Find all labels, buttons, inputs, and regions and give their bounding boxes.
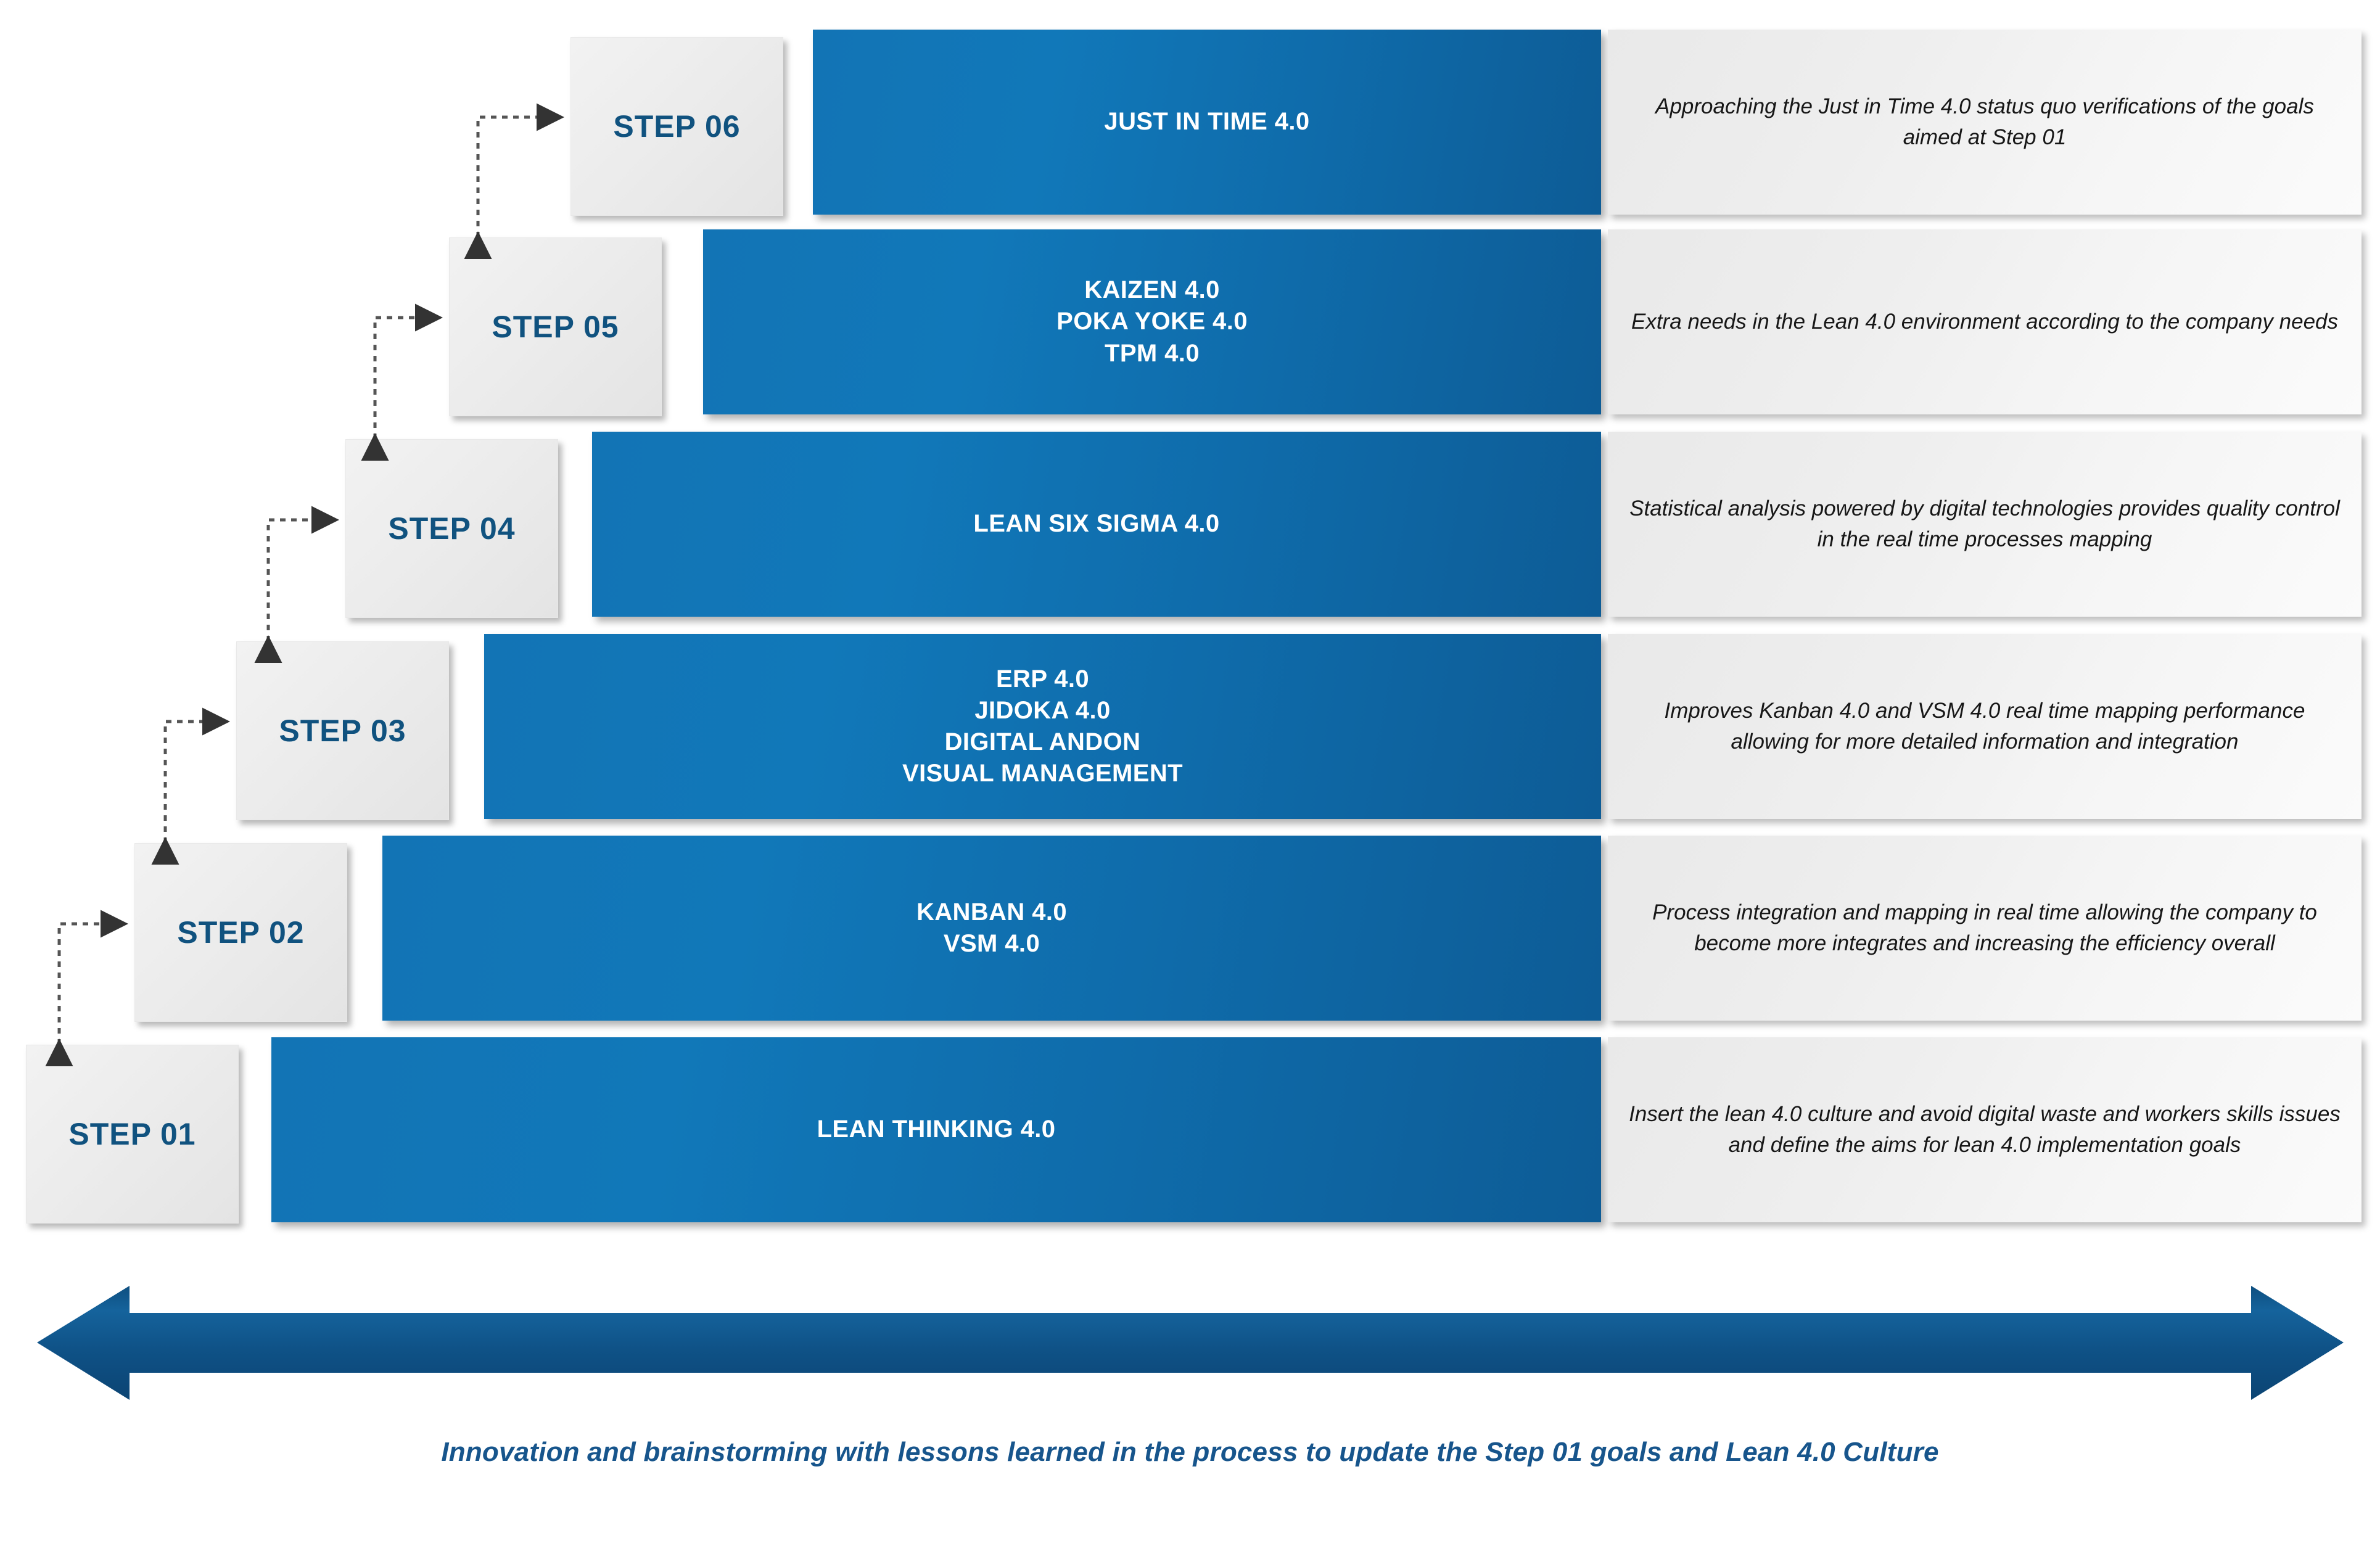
tool-item: DIGITAL ANDON <box>944 728 1141 755</box>
tool-item: VISUAL MANAGEMENT <box>902 760 1183 788</box>
step-label-step-06: STEP 06 <box>613 109 741 144</box>
step-label-step-01: STEP 01 <box>68 1117 196 1151</box>
step-box-step-06[interactable]: STEP 06 <box>570 37 783 216</box>
diagram-caption: Innovation and brainstorming with lesson… <box>0 1437 2380 1468</box>
description-text: Improves Kanban 4.0 and VSM 4.0 real tim… <box>1664 699 2305 754</box>
tool-bar-step-03[interactable]: ERP 4.0 JIDOKA 4.0 DIGITAL ANDON VISUAL … <box>484 634 1601 819</box>
description-text: Approaching the Just in Time 4.0 status … <box>1655 94 2314 149</box>
description-panel-step-01: Insert the lean 4.0 culture and avoid di… <box>1608 1037 2361 1222</box>
feedback-loop-double-arrow <box>37 1286 2344 1400</box>
tool-item: POKA YOKE 4.0 <box>1056 308 1248 335</box>
caption-text: Innovation and brainstorming with lesson… <box>441 1437 1939 1467</box>
tool-item: LEAN THINKING 4.0 <box>817 1116 1056 1143</box>
step-box-step-03[interactable]: STEP 03 <box>236 641 449 820</box>
tool-item: TPM 4.0 <box>1105 339 1200 367</box>
step-box-step-05[interactable]: STEP 05 <box>449 237 662 416</box>
description-panel-step-03: Improves Kanban 4.0 and VSM 4.0 real tim… <box>1608 634 2361 819</box>
step-box-step-01[interactable]: STEP 01 <box>26 1045 239 1224</box>
description-text: Insert the lean 4.0 culture and avoid di… <box>1629 1102 2341 1157</box>
description-panel-step-06: Approaching the Just in Time 4.0 status … <box>1608 30 2361 215</box>
description-panel-step-05: Extra needs in the Lean 4.0 environment … <box>1608 229 2361 414</box>
description-text: Statistical analysis powered by digital … <box>1629 496 2340 551</box>
description-text: Process integration and mapping in real … <box>1652 900 2317 955</box>
tool-item: JUST IN TIME 4.0 <box>1104 108 1310 136</box>
tool-bar-step-04[interactable]: LEAN SIX SIGMA 4.0 <box>592 432 1601 617</box>
tool-bar-step-05[interactable]: KAIZEN 4.0 POKA YOKE 4.0 TPM 4.0 <box>703 229 1601 414</box>
tool-item: LEAN SIX SIGMA 4.0 <box>973 510 1220 538</box>
tool-item: VSM 4.0 <box>943 930 1040 957</box>
step-label-step-03: STEP 03 <box>279 714 406 748</box>
description-panel-step-04: Statistical analysis powered by digital … <box>1608 432 2361 617</box>
tool-item: KANBAN 4.0 <box>916 898 1068 926</box>
tool-bar-step-02[interactable]: KANBAN 4.0 VSM 4.0 <box>382 836 1601 1021</box>
tool-bar-step-06[interactable]: JUST IN TIME 4.0 <box>813 30 1601 215</box>
step-box-step-02[interactable]: STEP 02 <box>134 843 347 1022</box>
description-text: Extra needs in the Lean 4.0 environment … <box>1631 310 2338 334</box>
step-label-step-04: STEP 04 <box>388 511 516 546</box>
step-label-step-02: STEP 02 <box>177 915 305 950</box>
step-label-step-05: STEP 05 <box>492 310 619 344</box>
tool-item: JIDOKA 4.0 <box>974 696 1111 724</box>
description-panel-step-02: Process integration and mapping in real … <box>1608 836 2361 1021</box>
step-box-step-04[interactable]: STEP 04 <box>345 439 558 618</box>
tool-item: KAIZEN 4.0 <box>1084 276 1220 304</box>
tool-bar-step-01[interactable]: LEAN THINKING 4.0 <box>271 1037 1601 1222</box>
tool-item: ERP 4.0 <box>995 665 1090 693</box>
